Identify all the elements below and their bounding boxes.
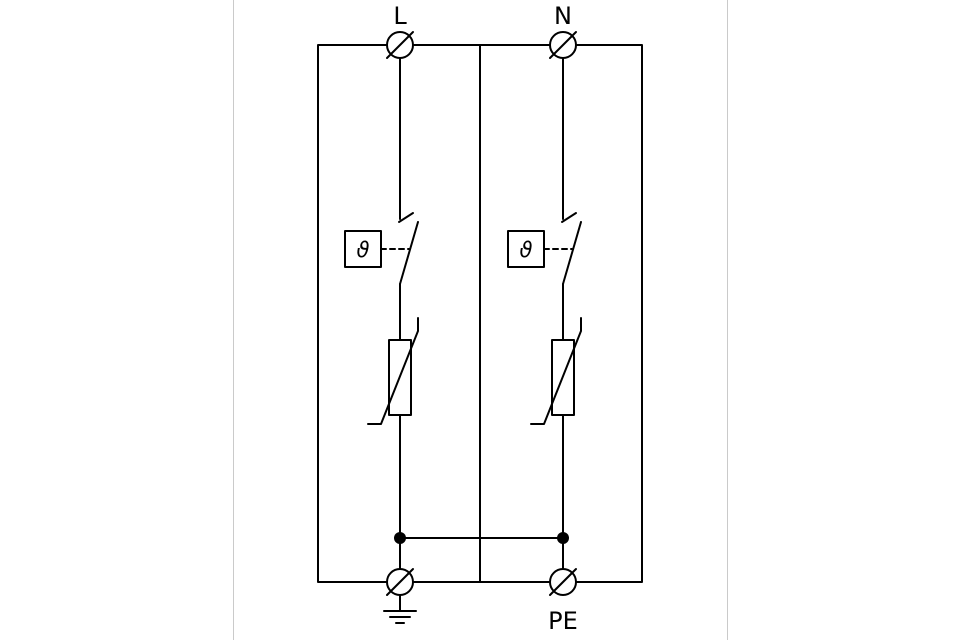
varistor-diagonal <box>530 317 582 425</box>
terminal-L-slash <box>386 31 414 59</box>
label-terminal-N: N <box>554 2 572 30</box>
terminal-ground-slash <box>386 568 414 596</box>
label-terminal-L: L <box>393 2 407 30</box>
label-thermal-theta-L: ϑ <box>356 238 369 262</box>
circuit <box>317 31 643 624</box>
label-thermal-theta-N: ϑ <box>519 238 532 262</box>
branch-N <box>507 44 582 539</box>
terminals <box>386 31 577 596</box>
switch-blade <box>399 221 419 285</box>
junction-dot-right <box>557 532 569 544</box>
terminal-N-slash <box>549 31 577 59</box>
labels: L N PE ϑ ϑ <box>356 2 577 635</box>
label-terminal-PE: PE <box>548 607 578 635</box>
terminal-PE-slash <box>549 568 577 596</box>
switch-contact-tick <box>561 212 577 223</box>
switch-contact-tick <box>398 212 414 223</box>
junction-dot-left <box>394 532 406 544</box>
earth-ground-icon <box>383 594 417 624</box>
page-edges <box>233 0 728 640</box>
switch-blade <box>562 221 582 285</box>
branch-L <box>344 44 419 539</box>
varistor-diagonal <box>367 317 419 425</box>
